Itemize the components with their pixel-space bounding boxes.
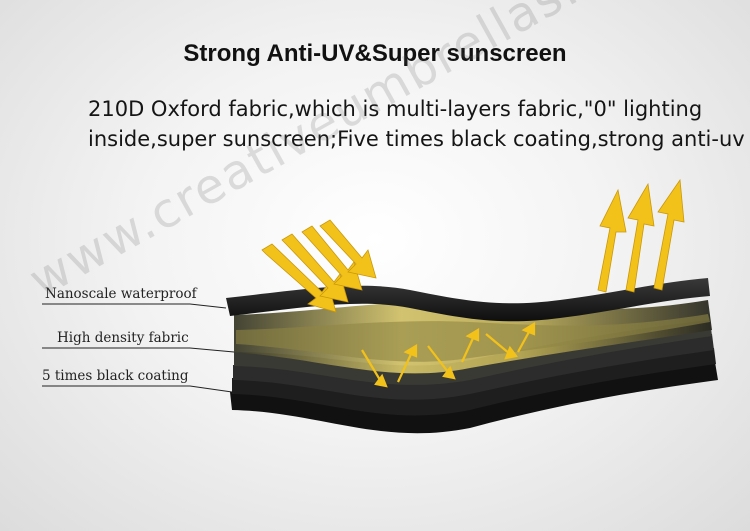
nanoscale-waterproof-layer (226, 278, 710, 322)
description-line-1: 210D Oxford fabric,which is multi-layers… (88, 97, 703, 121)
label-high-density-fabric: High density fabric (57, 330, 189, 346)
description-line-2: inside,super sunscreen;Five times black … (88, 127, 745, 151)
reflected-uv-arrows (597, 178, 685, 293)
leader-line-fabric (42, 347, 235, 353)
leader-line-waterproof (42, 303, 227, 309)
page-title: Strong Anti-UV&Super sunscreen (183, 40, 567, 67)
label-nanoscale-waterproof: Nanoscale waterproof (45, 286, 197, 302)
internal-bounce-arrows (361, 322, 536, 388)
description: 210D Oxford fabric,which is multi-layers… (88, 94, 748, 154)
black-coating-layer-2 (234, 320, 712, 385)
leader-line-coating (42, 385, 233, 393)
incoming-uv-arrows (261, 219, 377, 313)
label-black-coating: 5 times black coating (42, 368, 189, 384)
label-leader-lines (42, 303, 235, 393)
